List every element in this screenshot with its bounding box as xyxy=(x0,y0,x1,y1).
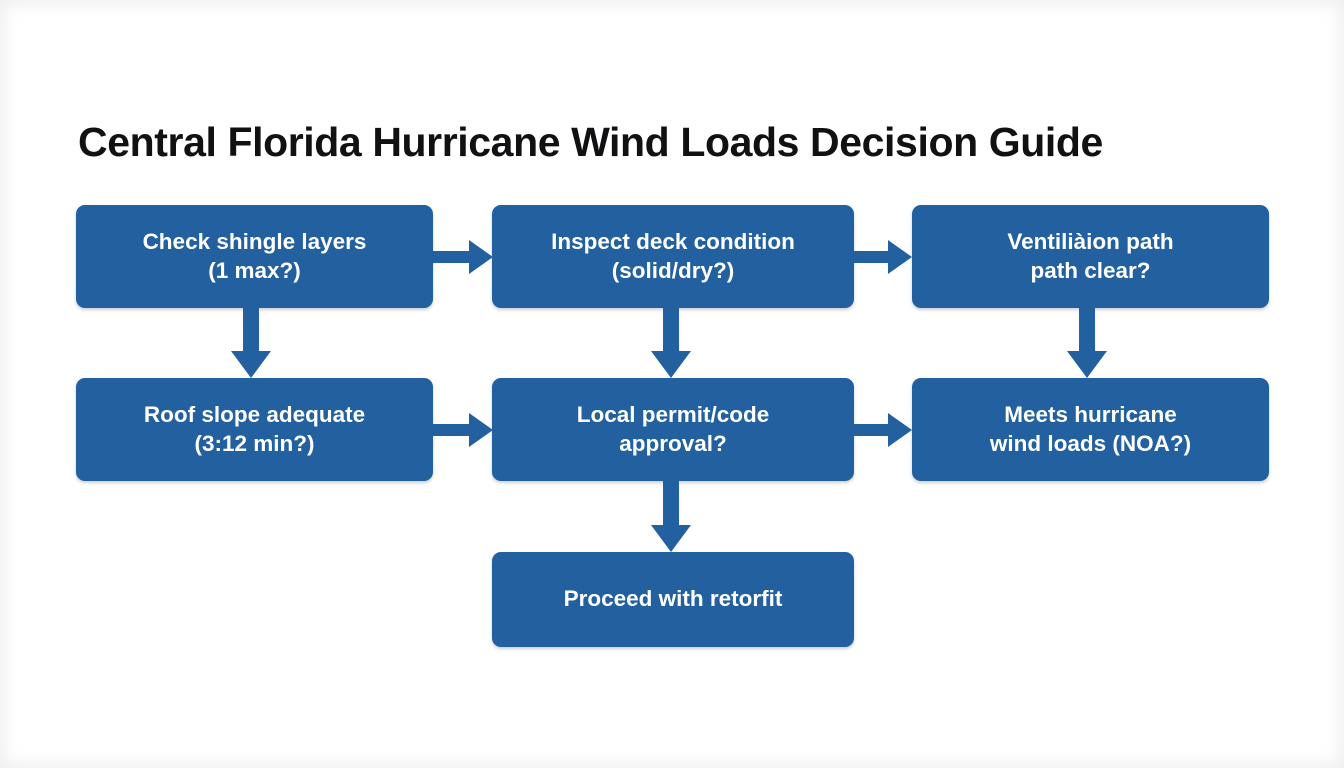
flow-node-roof-slope-adequate[interactable]: Roof slope adequate (3:12 min?) xyxy=(76,378,433,481)
flow-node-check-shingle-layers[interactable]: Check shingle layers (1 max?) xyxy=(76,205,433,308)
flow-node-label: Meets hurricane wind loads (NOA?) xyxy=(989,401,1192,456)
flow-node-label: Ventiliàion path path clear? xyxy=(1007,228,1174,283)
page-title: Central Florida Hurricane Wind Loads Dec… xyxy=(78,119,1103,166)
arrow-down-ventilation-to-wind-loads-icon xyxy=(1064,307,1110,380)
flow-node-label: Local permit/code approval? xyxy=(576,401,770,456)
flow-node-meets-hurricane-wind-loads[interactable]: Meets hurricane wind loads (NOA?) xyxy=(912,378,1269,481)
arrow-down-shingle-to-roof-slope-icon xyxy=(228,307,274,380)
arrow-right-permit-to-wind-loads-icon xyxy=(854,408,914,452)
arrow-down-deck-to-permit-icon xyxy=(648,307,694,380)
arrow-right-shingle-to-deck-icon xyxy=(433,235,495,279)
flow-node-inspect-deck-condition[interactable]: Inspect deck condition (solid/dry?) xyxy=(492,205,854,308)
flow-node-label: Proceed with retorfit xyxy=(563,586,783,612)
flow-node-label: Inspect deck condition (solid/dry?) xyxy=(551,228,795,283)
flow-node-ventilation-path[interactable]: Ventiliàion path path clear? xyxy=(912,205,1269,308)
flow-node-label: Check shingle layers (1 max?) xyxy=(142,228,367,283)
flow-node-label: Roof slope adequate (3:12 min?) xyxy=(143,401,366,456)
arrow-right-slope-to-permit-icon xyxy=(433,408,495,452)
arrow-right-deck-to-ventilation-icon xyxy=(854,235,914,279)
flow-node-proceed-with-retrofit[interactable]: Proceed with retorfit xyxy=(492,552,854,647)
flow-node-local-permit-code-approval[interactable]: Local permit/code approval? xyxy=(492,378,854,481)
arrow-down-permit-to-proceed-icon xyxy=(648,480,694,554)
